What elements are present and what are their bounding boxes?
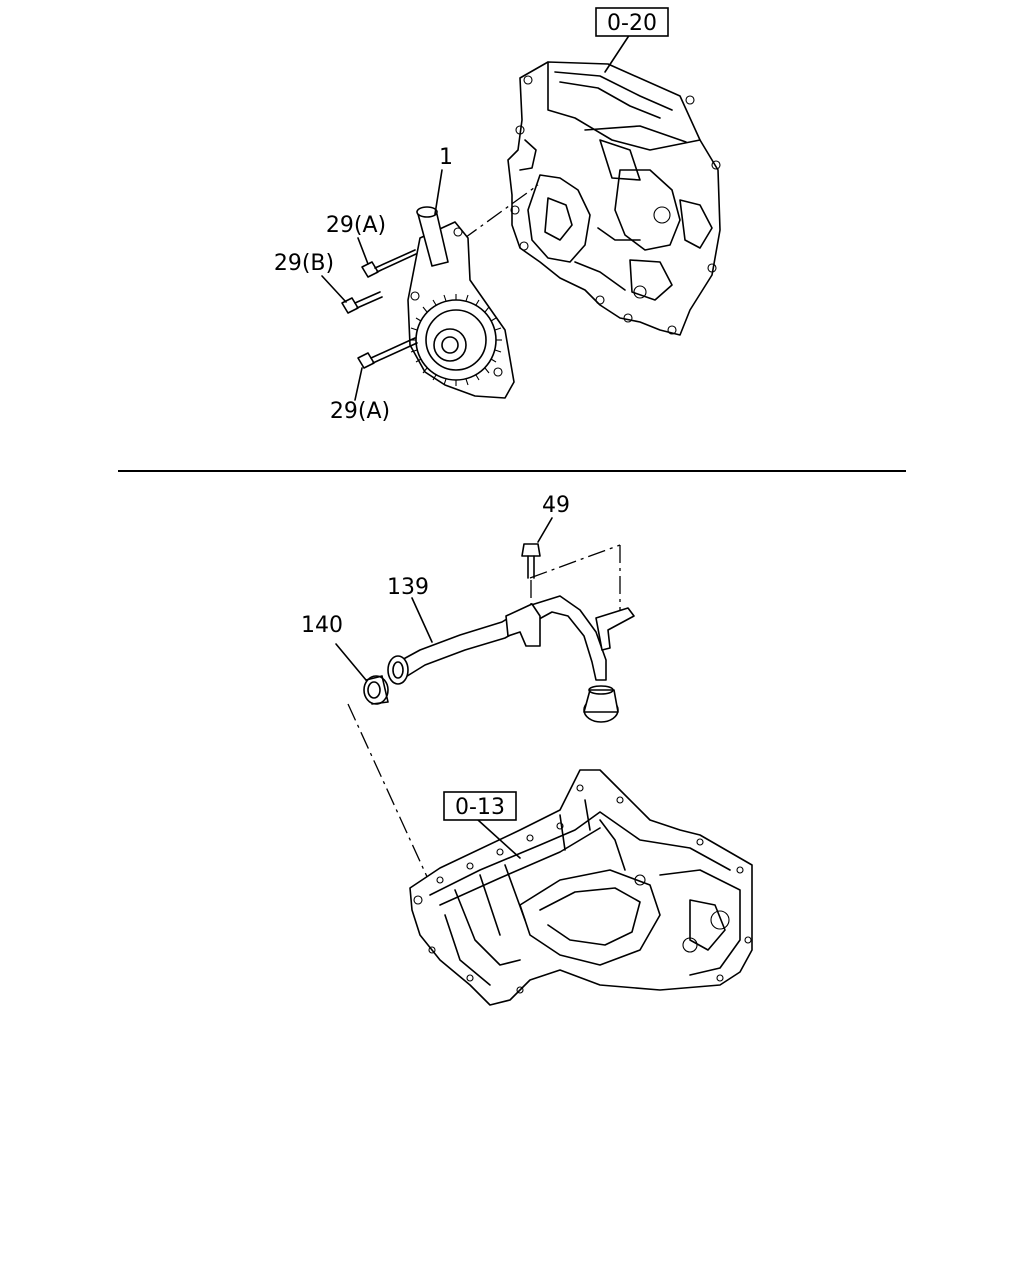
leader-bolt-29b bbox=[321, 275, 347, 303]
bolt-29a-upper bbox=[361, 249, 417, 278]
part-o-ring-label: 140 bbox=[301, 613, 343, 638]
leader-front-cover bbox=[604, 33, 631, 73]
leader-oil-pump bbox=[434, 169, 443, 215]
ref-box-front-cover: 0-20 bbox=[595, 7, 669, 37]
leader-oil-pan bbox=[477, 819, 521, 859]
oil-pan bbox=[409, 769, 753, 1006]
leader-bolt-29a-lower bbox=[354, 367, 363, 401]
leader-bolt-49 bbox=[537, 517, 553, 543]
ref-box-oil-pan: 0-13 bbox=[443, 791, 517, 821]
leader-bolt-29a-upper bbox=[357, 237, 369, 265]
bolt-49 bbox=[521, 543, 541, 579]
part-bolt-29a-lower-label: 29(A) bbox=[330, 399, 390, 424]
bolt-29a-lower bbox=[357, 337, 418, 369]
part-bolt-29b-label: 29(B) bbox=[274, 251, 334, 276]
part-suction-pipe-label: 139 bbox=[387, 575, 429, 600]
bolt-29b bbox=[341, 291, 383, 314]
part-bolt-29a-upper-label: 29(A) bbox=[326, 213, 386, 238]
leader-o-ring bbox=[335, 643, 367, 681]
alignment-line-pump bbox=[461, 184, 539, 241]
part-oil-pump-label: 1 bbox=[439, 145, 453, 170]
o-ring bbox=[363, 675, 389, 705]
leader-suction-pipe bbox=[411, 597, 433, 643]
ref-front-cover-label: 0-20 bbox=[607, 11, 657, 36]
alignment-line-bracket bbox=[529, 544, 621, 579]
part-bolt-49-label: 49 bbox=[542, 493, 570, 518]
alignment-line-oil-pan bbox=[347, 703, 435, 893]
ref-oil-pan-label: 0-13 bbox=[455, 795, 505, 820]
oil-pump-assembly bbox=[407, 206, 515, 399]
front-cover-housing bbox=[507, 61, 721, 336]
oil-suction-pipe bbox=[387, 595, 635, 723]
